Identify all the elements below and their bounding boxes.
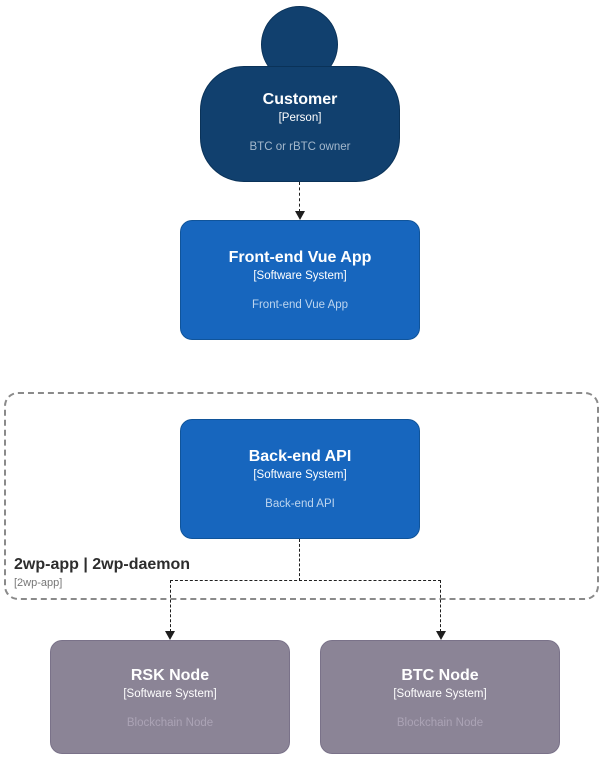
boundary-label: 2wp-app | 2wp-daemon <box>14 556 191 573</box>
node-type: [Software System] <box>253 270 347 282</box>
node-type: [Software System] <box>393 688 487 700</box>
connector-backend-to-rsk <box>169 580 171 632</box>
node-title: Front-end Vue App <box>228 249 372 266</box>
connector-customer-to-frontend <box>299 182 300 212</box>
connector-backend-to-btc <box>440 580 441 632</box>
node-description: Front-end Vue App <box>251 299 349 311</box>
node-title: BTC Node <box>401 667 479 684</box>
backend-api-node: Back-end API [Software System] Back-end … <box>180 419 420 539</box>
node-title: Back-end API <box>248 448 352 465</box>
boundary-sublabel: [2wp-app] <box>14 577 63 589</box>
node-description: BTC or rBTC owner <box>249 141 351 153</box>
rsk-node: RSK Node [Software System] Blockchain No… <box>50 640 290 754</box>
arrowhead-down-icon <box>165 631 175 640</box>
2wp-app-boundary: 2wp-app | 2wp-daemon [2wp-app] <box>4 392 599 600</box>
arrowhead-down-icon <box>436 631 446 640</box>
node-title: RSK Node <box>130 667 210 684</box>
connector-backend-stem <box>299 539 300 581</box>
boundary-label-block: 2wp-app | 2wp-daemon [2wp-app] <box>14 555 190 590</box>
node-description: Back-end API <box>265 498 335 510</box>
arrowhead-down-icon <box>295 211 305 220</box>
node-title: Customer <box>262 91 338 108</box>
connector-split-horizontal <box>170 580 441 581</box>
frontend-vue-app-node: Front-end Vue App [Software System] Fron… <box>180 220 420 340</box>
node-description: Blockchain Node <box>126 717 214 729</box>
node-description: Blockchain Node <box>396 717 484 729</box>
node-type: [Person] <box>278 112 322 124</box>
btc-node: BTC Node [Software System] Blockchain No… <box>320 640 560 754</box>
node-type: [Software System] <box>253 469 347 481</box>
customer-person-node: Customer [Person] BTC or rBTC owner <box>200 66 400 182</box>
node-type: [Software System] <box>123 688 217 700</box>
